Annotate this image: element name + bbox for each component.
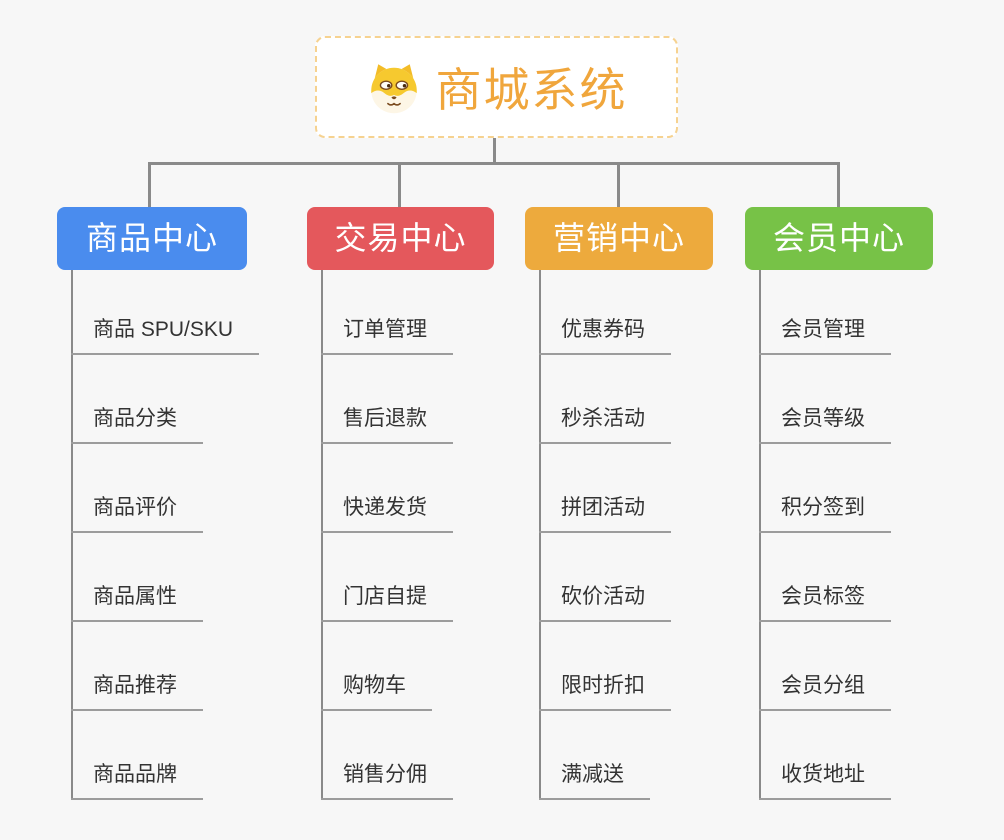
topic-item[interactable]: 限时折扣 bbox=[539, 671, 671, 711]
root-node[interactable]: 商城系统 bbox=[315, 36, 678, 138]
branch-spine bbox=[321, 270, 323, 798]
branch-spine bbox=[71, 270, 73, 798]
topic-item[interactable]: 销售分佣 bbox=[321, 760, 453, 800]
topic-item[interactable]: 商品属性 bbox=[71, 582, 203, 622]
topic-item[interactable]: 门店自提 bbox=[321, 582, 453, 622]
branch-stem-connector bbox=[148, 162, 151, 207]
topic-item[interactable]: 会员等级 bbox=[759, 404, 891, 444]
branch-stem-connector bbox=[398, 162, 401, 207]
branch-header-member[interactable]: 会员中心 bbox=[745, 207, 933, 270]
root-title: 商城系统 bbox=[435, 64, 628, 116]
branch-header-trade[interactable]: 交易中心 bbox=[307, 207, 494, 270]
topic-item[interactable]: 会员分组 bbox=[759, 671, 891, 711]
topic-item[interactable]: 商品 SPU/SKU bbox=[71, 315, 260, 355]
topic-item[interactable]: 积分签到 bbox=[759, 493, 891, 533]
branch-spine bbox=[539, 270, 541, 798]
root-stem-connector bbox=[493, 138, 496, 164]
topic-item[interactable]: 会员管理 bbox=[759, 315, 891, 355]
branch-header-product[interactable]: 商品中心 bbox=[57, 207, 247, 270]
topic-item[interactable]: 商品品牌 bbox=[71, 760, 203, 800]
topic-item[interactable]: 售后退款 bbox=[321, 404, 453, 444]
topic-item[interactable]: 拼团活动 bbox=[539, 493, 671, 533]
topic-item[interactable]: 收货地址 bbox=[759, 760, 891, 800]
topic-item[interactable]: 会员标签 bbox=[759, 582, 891, 622]
topic-item[interactable]: 购物车 bbox=[321, 671, 432, 711]
dog-face-icon bbox=[370, 64, 417, 114]
branch-stem-connector bbox=[837, 162, 840, 207]
topic-item[interactable]: 商品评价 bbox=[71, 493, 203, 533]
topic-item[interactable]: 优惠券码 bbox=[539, 315, 671, 355]
topic-item[interactable]: 商品分类 bbox=[71, 404, 203, 444]
branch-spine bbox=[759, 270, 761, 798]
topic-item[interactable]: 商品推荐 bbox=[71, 671, 203, 711]
topic-item[interactable]: 快递发货 bbox=[321, 493, 453, 533]
branch-stem-connector bbox=[617, 162, 620, 207]
topic-item[interactable]: 秒杀活动 bbox=[539, 404, 671, 444]
branch-bus-connector bbox=[149, 162, 840, 165]
branch-header-marketing[interactable]: 营销中心 bbox=[525, 207, 713, 270]
topic-item[interactable]: 满减送 bbox=[539, 760, 650, 800]
topic-item[interactable]: 订单管理 bbox=[321, 315, 453, 355]
topic-item[interactable]: 砍价活动 bbox=[539, 582, 671, 622]
